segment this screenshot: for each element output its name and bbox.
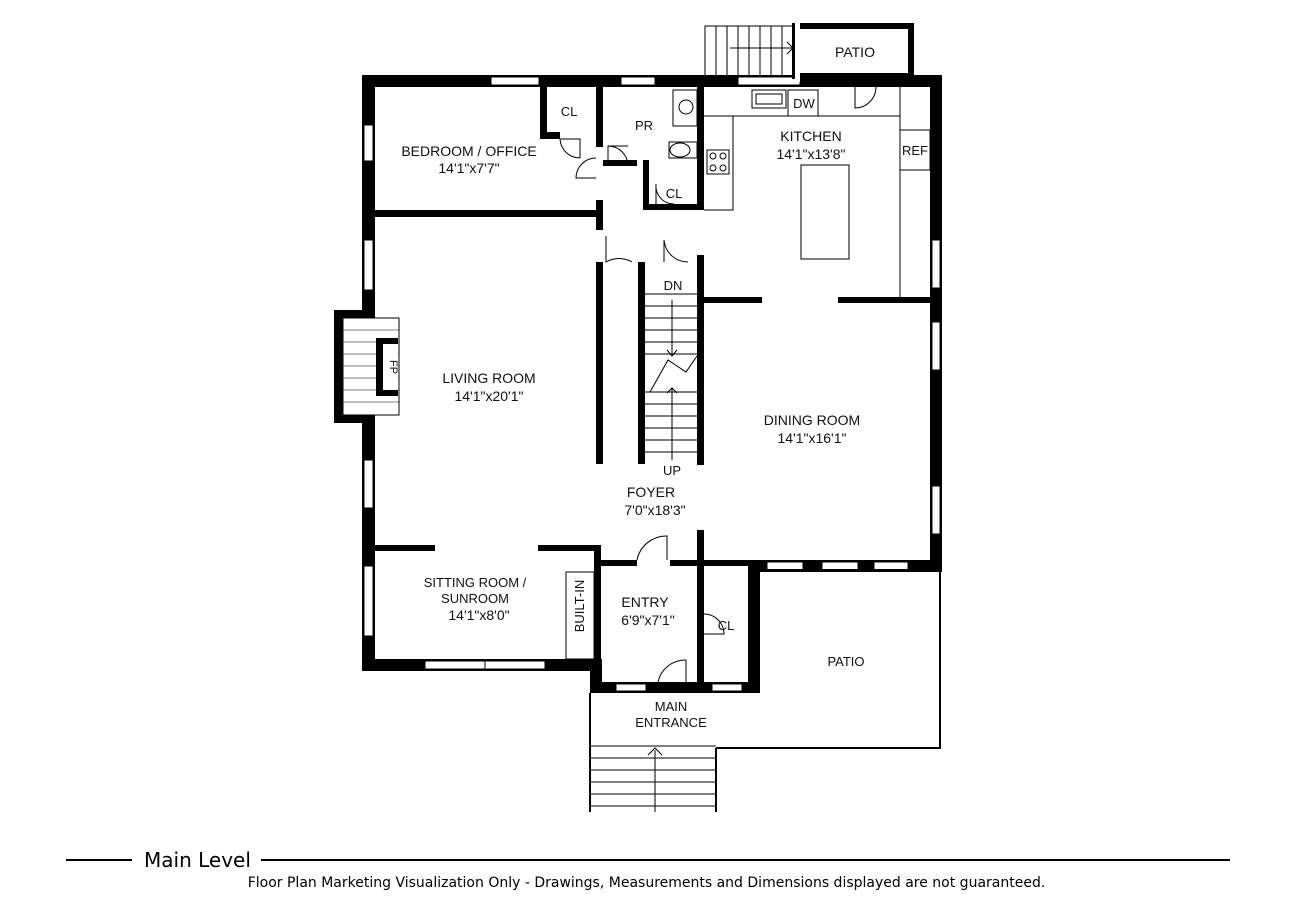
powder-room-label: PR [635, 118, 653, 133]
kitchen-name: KITCHEN [780, 128, 841, 144]
sitting-room-dimensions: 14'1"x8'0" [448, 607, 509, 623]
door-swings [559, 138, 725, 683]
kitchen-fixtures [704, 86, 931, 297]
kitchen-dimensions: 14'1"x13'8" [776, 146, 845, 162]
closet-c-label: CL [718, 618, 735, 633]
patio-top [792, 20, 914, 82]
entry-dimensions: 6'9"x7'1" [621, 612, 674, 628]
sitting-room-name-2: SUNROOM [441, 591, 509, 606]
main-stairs [645, 293, 698, 460]
stair-up-label: UP [663, 463, 681, 478]
main-entrance-label-2: ENTRANCE [635, 715, 707, 730]
dishwasher-label: DW [793, 96, 815, 111]
sitting-room-name-1: SITTING ROOM / [424, 575, 527, 590]
fridge-label: REF [902, 143, 928, 158]
bedroom-name: BEDROOM / OFFICE [401, 143, 536, 159]
level-title: Main Level [134, 848, 261, 872]
dining-room-name: DINING ROOM [764, 412, 860, 428]
room-labels: PATIO CL PR DW KITCHEN 14'1"x13'8" REF B… [401, 44, 928, 730]
foyer-name: FOYER [627, 484, 675, 500]
patio-top-label: PATIO [835, 44, 875, 60]
disclaimer: Floor Plan Marketing Visualization Only … [247, 875, 1046, 891]
bedroom-dimensions: 14'1"x7'7" [438, 160, 499, 176]
built-in-label: BUILT-IN [572, 580, 587, 633]
stair-down-label: DN [664, 278, 683, 293]
fireplace: FP [334, 310, 400, 423]
foyer-dimensions: 7'0"x18'3" [624, 502, 685, 518]
windows [363, 76, 941, 692]
footer-rule-right [258, 859, 1230, 861]
built-in-cabinet [565, 571, 595, 660]
dining-room-dimensions: 14'1"x16'1" [777, 430, 846, 446]
stairs-top [704, 25, 796, 77]
living-room-dimensions: 14'1"x20'1" [454, 388, 523, 404]
fireplace-label: FP [387, 360, 399, 374]
footer-rule-left [66, 859, 132, 861]
closet-b-label: CL [666, 186, 683, 201]
entry-name: ENTRY [621, 594, 669, 610]
main-entrance-label-1: MAIN [655, 699, 688, 714]
exterior-areas [589, 569, 941, 812]
living-room-name: LIVING ROOM [442, 370, 535, 386]
patio-right-label: PATIO [827, 654, 864, 669]
closet-a-label: CL [561, 104, 578, 119]
powder-fixtures [668, 89, 698, 159]
interior-walls [375, 87, 930, 682]
